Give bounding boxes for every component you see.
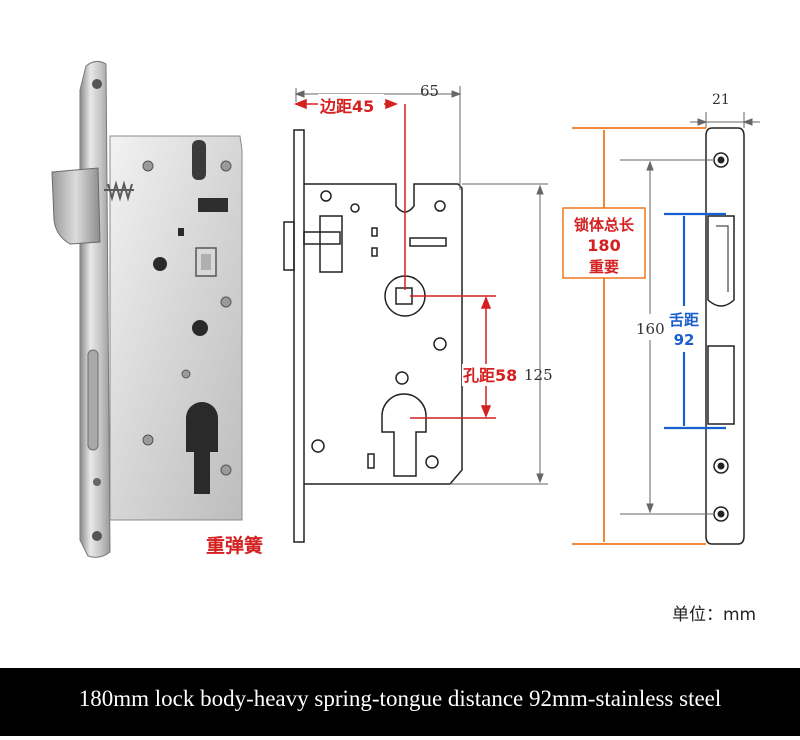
body-length-dimension [572,127,706,545]
body-length-box [562,207,646,279]
faceplate-side-view [705,127,745,545]
hole-distance-dimension [410,295,496,419]
body-length-line-1: 锁体总长 [574,216,635,234]
side-width-dimension [690,112,760,128]
edge-distance-label: 边距45 [319,97,374,116]
hole-label-bg [462,364,522,386]
tongue-distance-dimension [664,212,726,430]
edge-distance-dimension [293,98,406,290]
front-view-drawing [283,129,463,543]
body-length-line-2: 180 [587,236,620,255]
spring-label: 重弹簧 [206,534,263,557]
unit-label: 单位：mm [672,605,756,625]
side-height-label: 160 [636,320,665,338]
front-width-label: 65 [420,82,439,100]
spring-icon [104,180,134,202]
side-height-dimension [620,159,714,515]
product-caption: 180mm lock body-heavy spring-tongue dist… [78,686,722,711]
side-width-label: 21 [712,92,730,108]
caption-bar [0,668,800,736]
front-height-dimension [450,183,548,485]
front-height-label: 125 [524,366,553,384]
lock-photo [51,60,243,558]
tongue-line-2: 92 [674,331,695,349]
edge-label-bg [318,94,384,116]
body-length-line-3: 重要 [589,258,619,276]
tongue-line-1: 舌距 [669,311,699,329]
hole-distance-label: 孔距58 [463,366,517,385]
